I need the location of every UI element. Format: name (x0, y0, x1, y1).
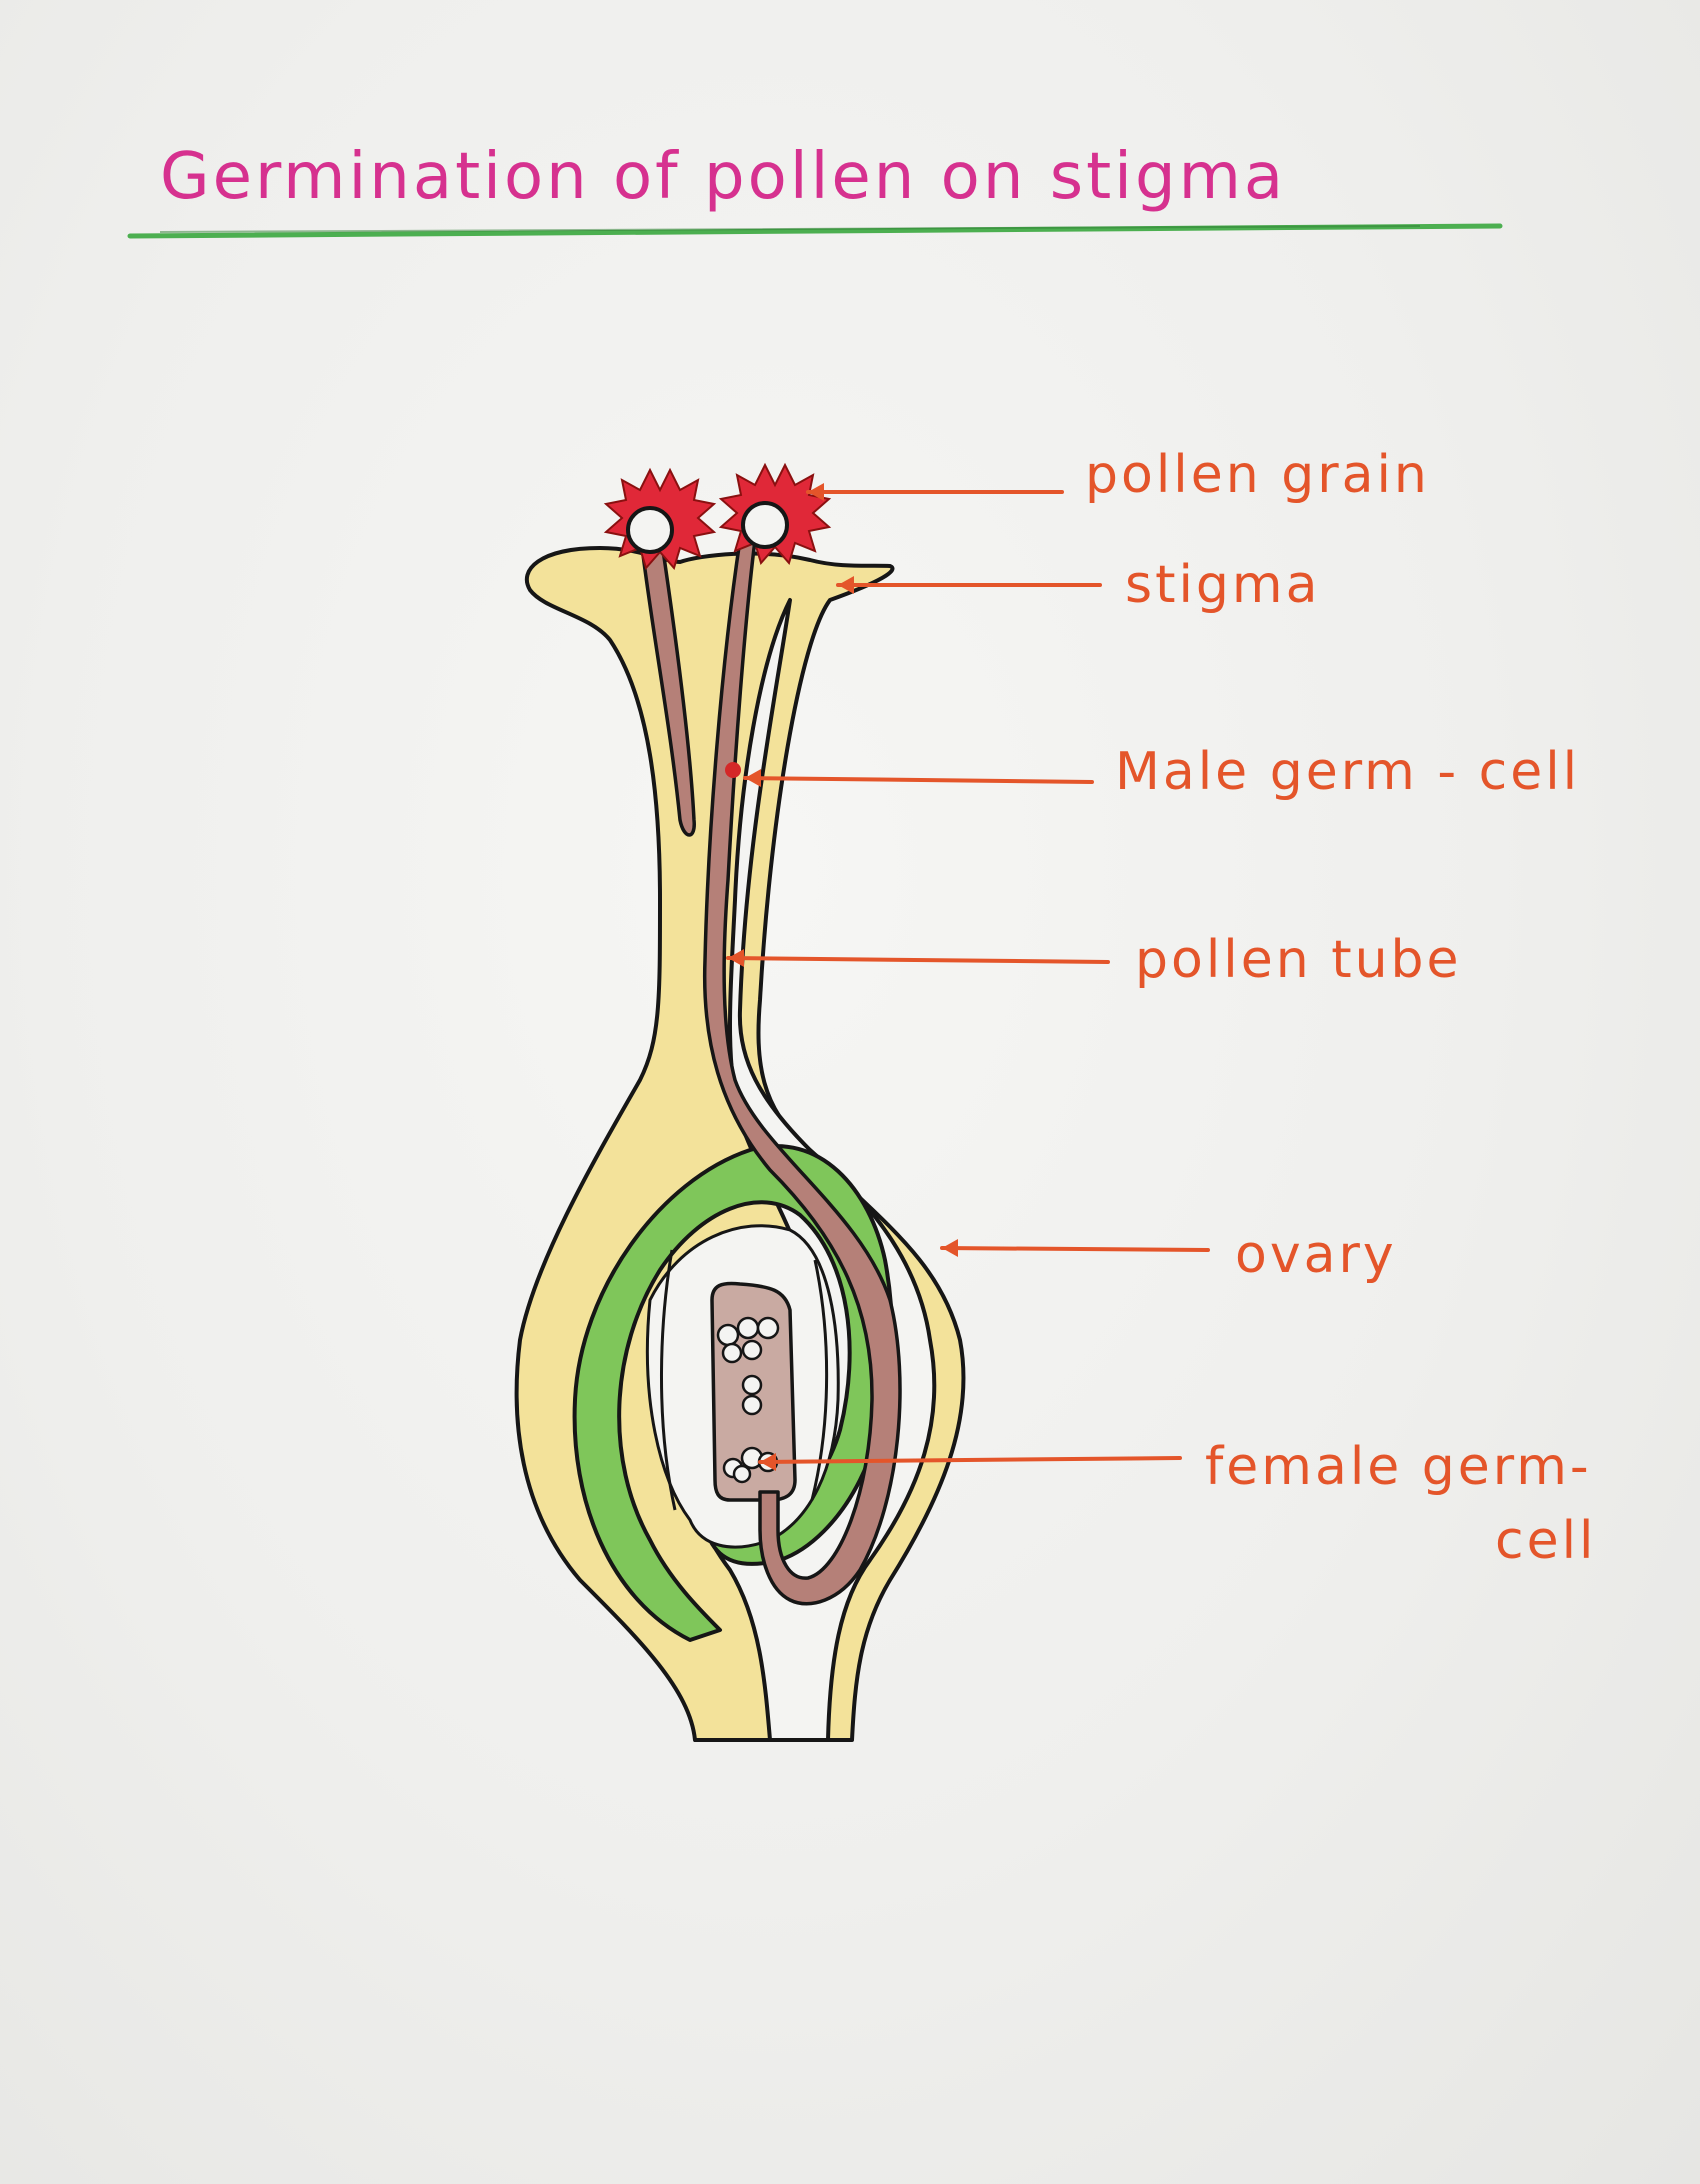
label-female-germ-cell-line2: cell (1495, 1511, 1597, 1571)
pollen-tube-right (702, 538, 902, 1606)
pointer-pollen-tube (726, 956, 1110, 964)
pollen-tube-left (638, 528, 696, 837)
male-germ-cell (725, 762, 741, 778)
ovule-line-left (659, 1249, 677, 1511)
pointer-female-germ-cell (758, 1456, 1182, 1464)
title-underline-dark (159, 225, 1421, 233)
label-stigma: stigma (1125, 555, 1321, 615)
label-ovary: ovary (1235, 1225, 1397, 1285)
pollen-grain-left (603, 467, 717, 571)
pointer-male-germ-cell (743, 776, 1094, 784)
pointer-arrowheads (728, 483, 958, 1471)
pollen-grain-right (718, 462, 832, 566)
label-male-germ-cell: Male germ - cell (1115, 742, 1581, 802)
label-female-germ-cell: female germ- cell (1205, 1430, 1635, 1578)
antipodal-cells (716, 1316, 780, 1364)
label-pollen-tube: pollen tube (1135, 930, 1462, 990)
pointer-ovary (940, 1246, 1210, 1252)
diagram-title: Germination of pollen on stigma (160, 140, 1287, 214)
label-female-germ-cell-line1: female germ- (1205, 1437, 1592, 1497)
ovule-integument (572, 1144, 894, 1642)
polar-nuclei (741, 1374, 763, 1416)
ovule-line-right (810, 1259, 829, 1501)
label-pollen-grain: pollen grain (1085, 445, 1430, 505)
pointer-lines (726, 490, 1210, 1464)
